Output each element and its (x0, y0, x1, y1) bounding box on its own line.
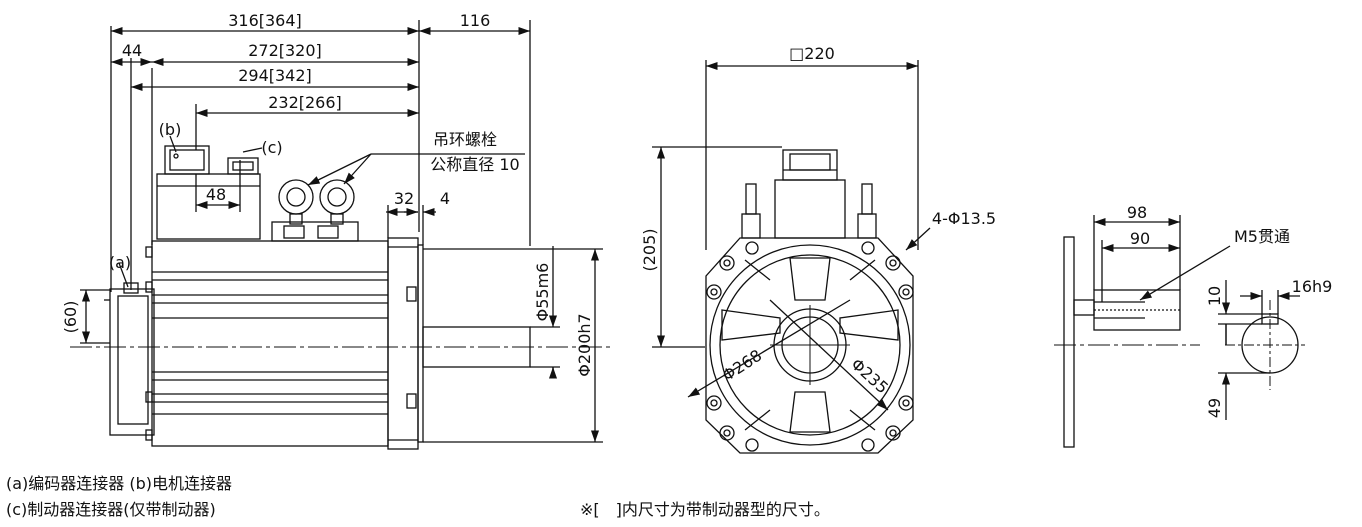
dim-pilot-diameter: Φ200h7 (575, 313, 594, 376)
label-connector-a: (a) (109, 253, 131, 272)
note-eyebolt-line1: 吊环螺栓 (433, 130, 497, 149)
dim-shaft-length: 116 (460, 11, 491, 30)
dim-mounting-holes: 4-Φ13.5 (932, 209, 996, 228)
dim-encoder-length: 44 (122, 41, 142, 60)
dim-key-depth: 10 (1205, 286, 1224, 306)
label-connector-c: (c) (261, 138, 282, 157)
dim-square: □220 (789, 44, 835, 63)
dim-flange-gap: 4 (440, 189, 450, 208)
dim-key-length-inner: 90 (1130, 229, 1150, 248)
dim-body-length: 272[320] (248, 41, 322, 60)
dim-flange-thickness: 32 (394, 189, 414, 208)
label-tap-through: M5贯通 (1234, 227, 1290, 246)
legend-line-2: (c)制动器连接器(仅带制动器) (6, 500, 216, 519)
note-bracket-dimensions: ※[ ]内尺寸为带制动器型的尺寸。 (580, 500, 830, 519)
dim-pcd-2: Φ235 (847, 354, 892, 397)
dim-shaft-diameter: Φ55m6 (533, 263, 552, 322)
note-eyebolt-line2: 公称直径 10 (430, 155, 519, 174)
dim-pcd: Φ268 (719, 346, 766, 385)
dim-key-width: 16h9 (1292, 277, 1333, 296)
label-connector-b: (b) (159, 120, 182, 139)
dim-connector-position: 232[266] (268, 93, 342, 112)
dim-total-2: 294[342] (238, 66, 312, 85)
dim-height: (205) (640, 228, 659, 271)
dim-encoder-height: (60) (61, 301, 80, 334)
dim-overall: 316[364] (228, 11, 302, 30)
dim-connector-width: 48 (206, 185, 226, 204)
dim-key-length-outer: 98 (1127, 203, 1147, 222)
dim-shaft-half: 49 (1205, 398, 1224, 418)
legend-line-1: (a)编码器连接器 (b)电机连接器 (6, 474, 233, 493)
